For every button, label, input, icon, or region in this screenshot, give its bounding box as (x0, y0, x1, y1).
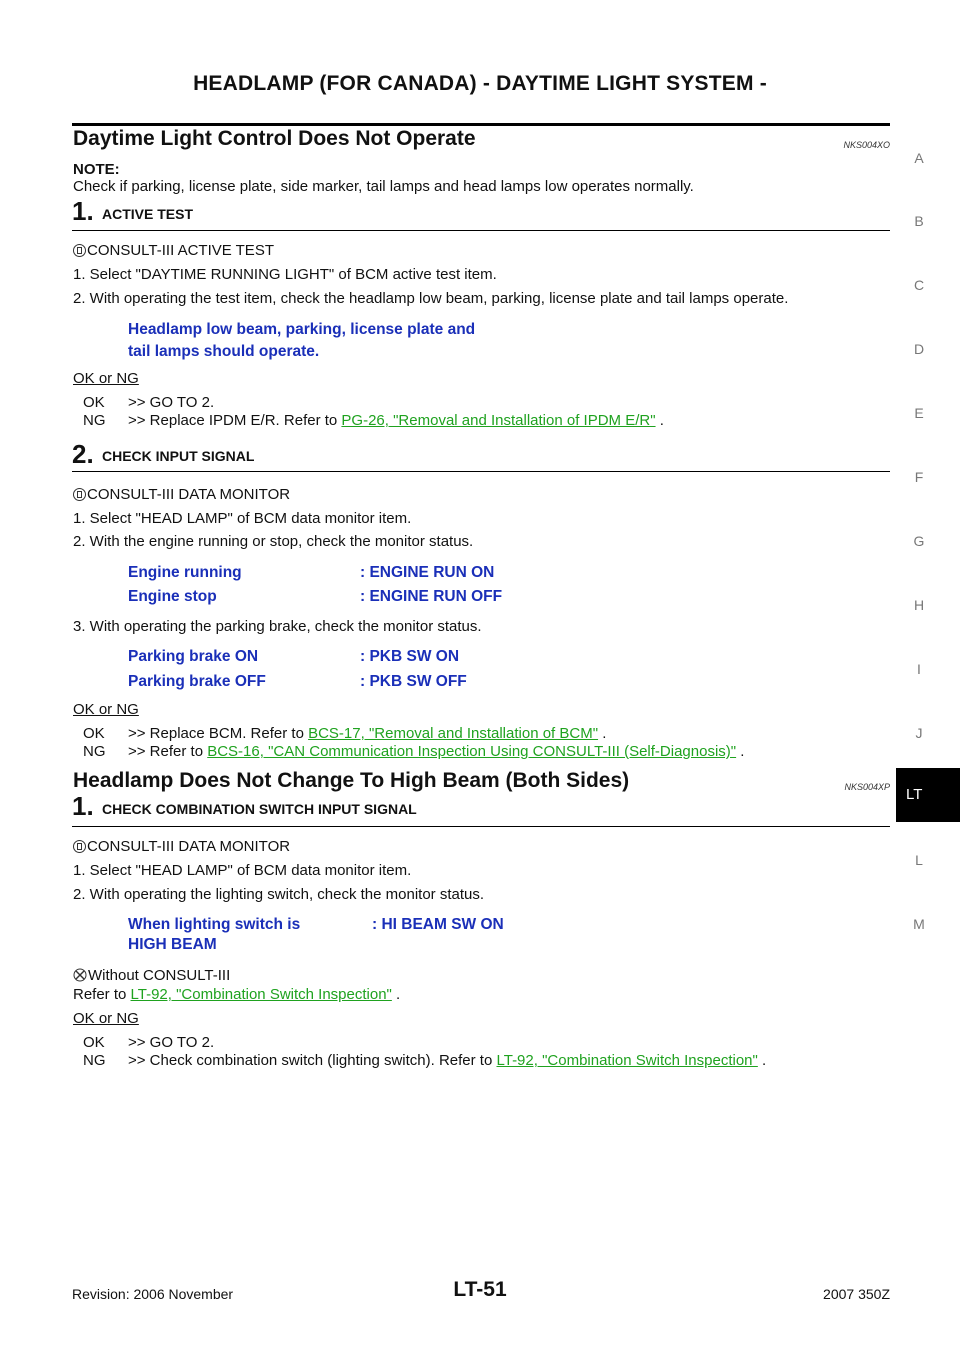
procedure-item: 1. Select "HEAD LAMP" of BCM data monito… (73, 862, 412, 879)
step-number: 1. (72, 196, 94, 226)
side-index-lt-tab[interactable]: LT (896, 768, 960, 822)
ng-result: >> Check combination switch (lighting sw… (128, 1052, 766, 1070)
step-title: CHECK COMBINATION SWITCH INPUT SIGNAL (102, 801, 417, 817)
spec-value: : PKB SW OFF (360, 673, 467, 690)
step-rule (72, 471, 890, 472)
step-rule (72, 230, 890, 231)
side-index-m[interactable]: M (913, 916, 925, 932)
note-label: NOTE: (73, 161, 120, 178)
ref-link-lt92[interactable]: LT-92, "Combination Switch Inspection" (130, 986, 392, 1003)
refer-text: Refer to (73, 986, 131, 1003)
procedure-item: 2. With the engine running or stop, chec… (73, 533, 474, 550)
spec-condition: When lighting switch is (128, 916, 301, 933)
ng-label: NG (83, 1052, 106, 1069)
ok-label: OK (83, 394, 105, 411)
spec-value: : ENGINE RUN OFF (360, 588, 503, 605)
side-index-g[interactable]: G (913, 533, 925, 549)
spec-value: : PKB SW ON (360, 648, 460, 665)
side-index-e[interactable]: E (914, 405, 924, 421)
without-consult-line: Without CONSULT-III (73, 967, 230, 985)
ref-link-bcs16[interactable]: BCS-16, "CAN Communication Inspection Us… (207, 743, 737, 760)
ok-result: >> GO TO 2. (128, 1034, 215, 1051)
spec-condition: Parking brake OFF (128, 673, 266, 690)
no-consult-icon (73, 968, 87, 982)
spec-line: tail lamps should operate. (128, 343, 320, 360)
procedure-item: 1. Select "DAYTIME RUNNING LIGHT" of BCM… (73, 266, 497, 283)
ok-label: OK (83, 725, 105, 742)
procedure-item: 3. With operating the parking brake, che… (73, 618, 482, 635)
header-rule (72, 123, 890, 126)
side-index-i[interactable]: I (917, 661, 921, 677)
footer-model: 2007 350Z (823, 1286, 890, 1302)
ng-result-text: >> Refer to (128, 743, 208, 760)
ok-result: >> GO TO 2. (128, 394, 215, 411)
procedure-item: 1. Select "HEAD LAMP" of BCM data monito… (73, 510, 412, 527)
ng-result-suffix: . (736, 743, 745, 760)
note-text: Check if parking, license plate, side ma… (73, 178, 694, 195)
procedure-item: 2. With operating the lighting switch, c… (73, 886, 485, 903)
spec-condition: Parking brake ON (128, 648, 259, 665)
side-index-d[interactable]: D (913, 341, 925, 357)
ng-result-suffix: . (757, 1052, 767, 1069)
ng-result: >> Replace IPDM E/R. Refer to PG-26, "Re… (128, 412, 664, 430)
spec-condition: Engine running (128, 564, 242, 581)
consult-mode-line: CONSULT-III DATA MONITOR (73, 486, 290, 504)
ok-ng-label: OK or NG (73, 701, 139, 718)
step-number: 1. (72, 791, 94, 821)
page-header-title: HEADLAMP (FOR CANADA) - DAYTIME LIGHT SY… (193, 72, 767, 95)
step-title: ACTIVE TEST (102, 206, 194, 222)
consult-icon (73, 840, 86, 853)
side-index-b[interactable]: B (914, 213, 924, 229)
consult-mode-line: CONSULT-III DATA MONITOR (73, 838, 290, 856)
ng-result-text: >> Check combination switch (lighting sw… (128, 1052, 497, 1069)
step-rule (72, 826, 890, 827)
side-index-c[interactable]: C (913, 277, 925, 293)
without-consult-label: Without CONSULT-III (88, 967, 231, 984)
refer-suffix: . (391, 986, 401, 1003)
side-index-f[interactable]: F (914, 469, 924, 485)
spec-condition: HIGH BEAM (128, 936, 217, 953)
ng-result-text: >> Replace IPDM E/R. Refer to (128, 412, 342, 429)
consult-mode-line: CONSULT-III ACTIVE TEST (73, 242, 274, 260)
side-index-j[interactable]: J (915, 725, 923, 741)
step-title: CHECK INPUT SIGNAL (102, 448, 255, 464)
procedure-item: 2. With operating the test item, check t… (73, 290, 789, 307)
section-code: NKS004XP (844, 782, 890, 792)
ok-label: OK (83, 1034, 105, 1051)
ok-result-suffix: . (598, 725, 607, 742)
section-title: Headlamp Does Not Change To High Beam (B… (73, 769, 630, 792)
consult-icon (73, 244, 86, 257)
ref-link-pg26[interactable]: PG-26, "Removal and Installation of IPDM… (341, 412, 656, 429)
spec-value: : ENGINE RUN ON (360, 564, 495, 581)
ok-result-text: >> Replace BCM. Refer to (128, 725, 309, 742)
ng-result-suffix: . (655, 412, 664, 429)
ng-label: NG (83, 412, 106, 429)
side-index-l[interactable]: L (915, 852, 923, 868)
ok-result: >> Replace BCM. Refer to BCS-17, "Remova… (128, 725, 606, 743)
spec-line: Headlamp low beam, parking, license plat… (128, 321, 476, 338)
spec-value: : HI BEAM SW ON (372, 916, 504, 933)
ref-link-bcs17[interactable]: BCS-17, "Removal and Installation of BCM… (308, 725, 599, 742)
consult-mode-label: CONSULT-III DATA MONITOR (87, 486, 291, 503)
ref-link-lt92[interactable]: LT-92, "Combination Switch Inspection" (496, 1052, 758, 1069)
consult-mode-label: CONSULT-III ACTIVE TEST (87, 242, 274, 259)
section-code: NKS004XO (843, 140, 890, 150)
consult-mode-label: CONSULT-III DATA MONITOR (87, 838, 291, 855)
ok-ng-label: OK or NG (73, 370, 139, 387)
footer-page-number: LT-51 (453, 1278, 507, 1301)
ok-ng-label: OK or NG (73, 1010, 139, 1027)
section-title: Daytime Light Control Does Not Operate (73, 127, 476, 150)
footer-revision: Revision: 2006 November (72, 1286, 234, 1302)
side-index-h[interactable]: H (913, 597, 925, 613)
step-number: 2. (72, 439, 94, 469)
spec-condition: Engine stop (128, 588, 217, 605)
consult-icon (73, 488, 86, 501)
ng-label: NG (83, 743, 106, 760)
refer-line: Refer to LT-92, "Combination Switch Insp… (73, 986, 400, 1004)
ng-result: >> Refer to BCS-16, "CAN Communication I… (128, 743, 744, 761)
side-index-a[interactable]: A (914, 150, 924, 166)
